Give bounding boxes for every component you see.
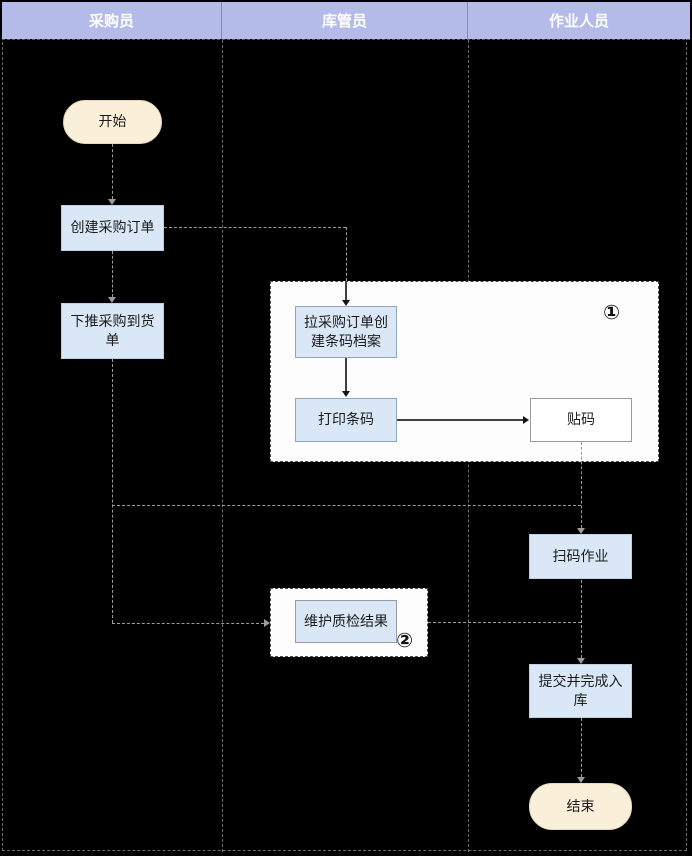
connector-start-to-create-po xyxy=(112,144,113,199)
lane-header-purchaser: 采购员 xyxy=(2,2,222,39)
arrowhead-into-create-po xyxy=(108,199,116,205)
arrowhead-into-submit xyxy=(577,658,585,664)
group2-badge: ② xyxy=(396,630,413,652)
arrow-pull-po-to-print xyxy=(345,358,347,391)
connector-to-scan-job-horizontal xyxy=(112,505,581,506)
node-create-purchase-order: 创建采购订单 xyxy=(61,205,164,251)
connector-to-maintain-qc xyxy=(112,623,264,624)
node-pull-po-create-barcode: 拉采购订单创建条码档案 xyxy=(295,306,397,358)
arrow-print-to-stick xyxy=(397,419,523,421)
arrowhead-into-stick xyxy=(523,416,529,424)
group1-badge: ① xyxy=(603,302,620,324)
node-push-purchase-receipt: 下推采购到货单 xyxy=(61,303,164,359)
lane-header-row: 采购员 库管员 作业人员 xyxy=(2,2,690,40)
connector-submit-to-end xyxy=(581,718,582,777)
connector-create-po-down-to-group1 xyxy=(346,227,347,281)
arrowhead-into-pull-po xyxy=(342,300,350,306)
lane-divider-1 xyxy=(222,40,223,852)
arrow-into-pull-po xyxy=(345,282,347,300)
arrowhead-into-end xyxy=(577,777,585,783)
node-scan-job: 扫码作业 xyxy=(529,534,632,579)
connector-push-receipt-down xyxy=(112,359,113,623)
connector-create-po-right xyxy=(164,227,346,228)
arrowhead-into-print xyxy=(342,391,350,397)
arrowhead-into-scan-job xyxy=(577,528,585,534)
connector-scan-job-to-submit xyxy=(581,580,582,658)
connector-stick-to-scan xyxy=(581,442,582,528)
node-end: 结束 xyxy=(529,783,632,830)
arrowhead-into-group2 xyxy=(264,619,270,627)
connector-group2-right xyxy=(428,622,581,623)
lane-header-operator: 作业人员 xyxy=(468,2,690,39)
node-maintain-qc-result: 维护质检结果 xyxy=(295,600,397,643)
lane-header-warehouse-keeper: 库管员 xyxy=(222,2,468,39)
arrowhead-into-push-receipt xyxy=(108,297,116,303)
connector-create-po-to-push-receipt xyxy=(112,251,113,297)
node-print-barcode: 打印条码 xyxy=(295,398,397,442)
node-submit-complete-inbound: 提交并完成入库 xyxy=(529,664,632,718)
node-stick-code: 贴码 xyxy=(530,398,632,442)
node-start: 开始 xyxy=(63,100,162,144)
